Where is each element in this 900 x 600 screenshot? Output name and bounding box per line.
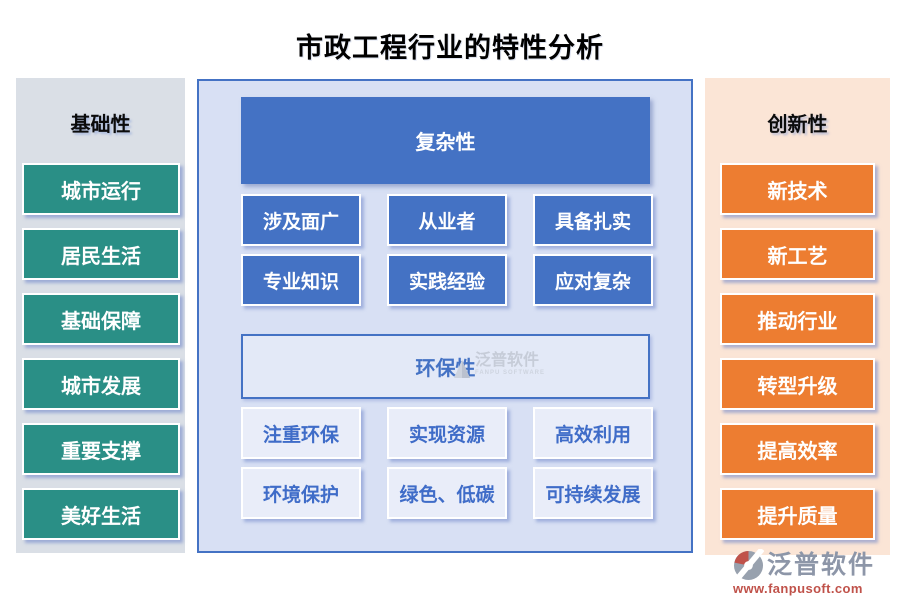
innovation-item: 新工艺 bbox=[720, 228, 875, 280]
innovation-item: 推动行业 bbox=[720, 293, 875, 345]
panel-foundational-header: 基础性 bbox=[70, 114, 131, 136]
complexity-item: 具备扎实 bbox=[533, 194, 653, 246]
complexity-item: 实践经验 bbox=[387, 254, 507, 306]
complexity-item: 从业者 bbox=[387, 194, 507, 246]
environmental-header: 环保性 bbox=[241, 334, 650, 399]
panel-center: 复杂性 涉及面广 从业者 具备扎实 专业知识 实践经验 应对复杂 环保性 注重环… bbox=[197, 79, 693, 553]
environmental-item: 注重环保 bbox=[241, 407, 361, 459]
innovation-item: 新技术 bbox=[720, 163, 875, 215]
foundational-item: 城市运行 bbox=[22, 163, 180, 215]
environmental-grid: 注重环保 实现资源 高效利用 环境保护 绿色、低碳 可持续发展 bbox=[241, 407, 653, 519]
foundational-item: 居民生活 bbox=[22, 228, 180, 280]
environmental-item: 环境保护 bbox=[241, 467, 361, 519]
innovation-item: 转型升级 bbox=[720, 358, 875, 410]
environmental-item: 实现资源 bbox=[387, 407, 507, 459]
watermark-subtext: FANPU SOFTWARE bbox=[475, 369, 546, 376]
foundational-item: 重要支撑 bbox=[22, 423, 180, 475]
brand-footer: 泛普软件 www.fanpusoft.com bbox=[733, 549, 875, 596]
brand-name: 泛普软件 bbox=[767, 551, 876, 579]
foundational-item: 城市发展 bbox=[22, 358, 180, 410]
complexity-item: 涉及面广 bbox=[241, 194, 361, 246]
innovation-item: 提高效率 bbox=[720, 423, 875, 475]
environmental-item: 绿色、低碳 bbox=[387, 467, 507, 519]
foundational-item: 美好生活 bbox=[22, 488, 180, 540]
complexity-item: 专业知识 bbox=[241, 254, 361, 306]
watermark-text: 泛普软件 bbox=[475, 352, 540, 369]
innovation-item: 提升质量 bbox=[720, 488, 875, 540]
complexity-header: 复杂性 bbox=[241, 97, 650, 184]
environmental-item: 可持续发展 bbox=[533, 467, 653, 519]
complexity-grid: 涉及面广 从业者 具备扎实 专业知识 实践经验 应对复杂 bbox=[241, 194, 653, 306]
watermark-logo-icon bbox=[454, 360, 470, 378]
panel-foundational: 基础性 城市运行 居民生活 基础保障 城市发展 重要支撑 美好生活 bbox=[16, 78, 185, 553]
fanpu-logo-icon bbox=[733, 549, 764, 582]
environmental-item: 高效利用 bbox=[533, 407, 653, 459]
panel-innovation: 创新性 新技术 新工艺 推动行业 转型升级 提高效率 提升质量 bbox=[705, 78, 890, 555]
panel-innovation-header: 创新性 bbox=[767, 114, 828, 136]
watermark: 泛普软件 FANPU SOFTWARE bbox=[452, 352, 545, 380]
complexity-item: 应对复杂 bbox=[533, 254, 653, 306]
foundational-item: 基础保障 bbox=[22, 293, 180, 345]
brand-url: www.fanpusoft.com bbox=[733, 581, 863, 596]
page-title: 市政工程行业的特性分析 bbox=[296, 33, 604, 63]
